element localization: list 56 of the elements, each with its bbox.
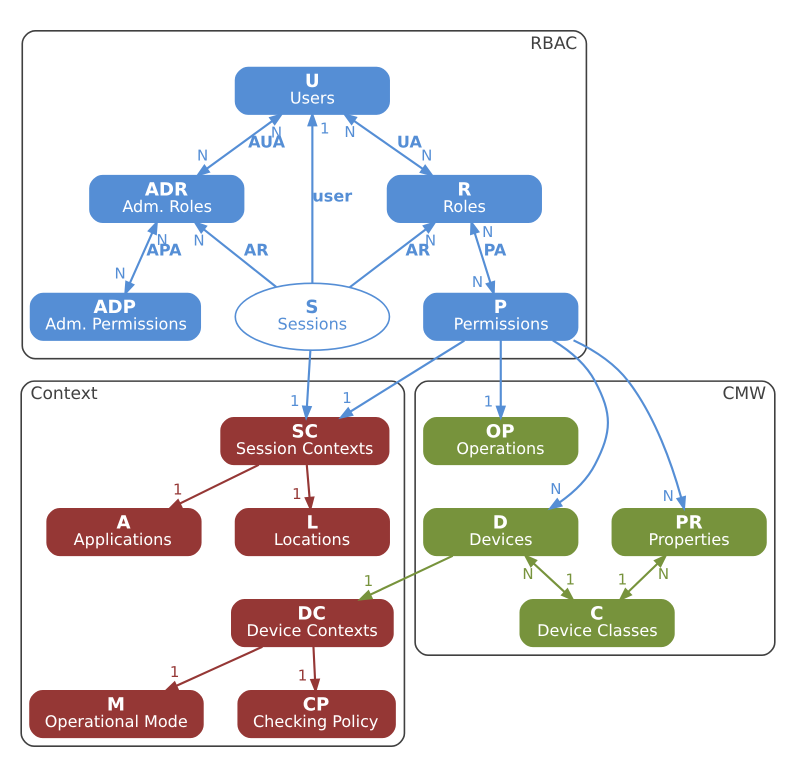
- node-box: R Roles: [386, 174, 542, 223]
- label: 1: [320, 119, 330, 138]
- label: N: [472, 272, 484, 291]
- label: N: [421, 146, 432, 164]
- label: 1: [292, 484, 302, 503]
- node-box: D Devices: [423, 508, 578, 556]
- label: N: [658, 565, 670, 584]
- label: N: [114, 264, 126, 283]
- label: 1: [565, 570, 576, 588]
- node-box: CP Checking Policy: [237, 690, 396, 738]
- node-box: L Locations: [234, 508, 390, 556]
- label: 1: [618, 570, 628, 588]
- arrow: [548, 339, 609, 510]
- label: N: [344, 123, 356, 142]
- arrow: [302, 350, 312, 421]
- edge-label: AR: [244, 240, 269, 260]
- arrow: [163, 646, 263, 692]
- label: 1: [364, 572, 374, 590]
- label: 1: [170, 662, 180, 681]
- edge-label: PA: [484, 240, 506, 260]
- label: 1: [484, 392, 494, 411]
- node-box: A Applications: [46, 508, 202, 556]
- arrow: [523, 554, 576, 602]
- node-box: M Operational Mode: [29, 690, 204, 738]
- arrow: [338, 340, 465, 420]
- arrow: [192, 220, 277, 288]
- node-box: C Device Classes: [520, 598, 675, 648]
- label: 1: [173, 480, 183, 499]
- arrow: [496, 340, 506, 421]
- arrow: [167, 464, 260, 510]
- arrow: [618, 554, 668, 602]
- arrow: [195, 112, 284, 178]
- label: 1: [290, 392, 300, 410]
- label: N: [522, 565, 534, 584]
- label: 1: [342, 389, 352, 408]
- node-box: SC Session Contexts: [220, 416, 390, 466]
- node-box: U Users: [234, 66, 390, 115]
- node-ellipse: S Sessions: [234, 282, 390, 352]
- label: N: [550, 480, 562, 498]
- node-box: ADR Adm. Roles: [89, 174, 244, 223]
- node-box: OP Operations: [423, 416, 578, 466]
- label: N: [193, 231, 205, 250]
- arrow: [342, 112, 434, 177]
- arrow: [573, 339, 686, 512]
- node-box: ADP Adm. Permissions: [30, 292, 202, 341]
- node-box: PR Properties: [612, 508, 767, 556]
- edge-label: UA: [396, 132, 422, 152]
- node-box: DC Device Contexts: [231, 598, 394, 648]
- edge-label: user: [312, 186, 352, 206]
- arrow: [348, 220, 438, 288]
- arrow: [357, 554, 454, 601]
- label: 1: [298, 666, 308, 684]
- label: N: [482, 222, 494, 241]
- label: N: [662, 487, 674, 506]
- node-box: P Permissions: [423, 292, 578, 341]
- label: N: [197, 146, 208, 164]
